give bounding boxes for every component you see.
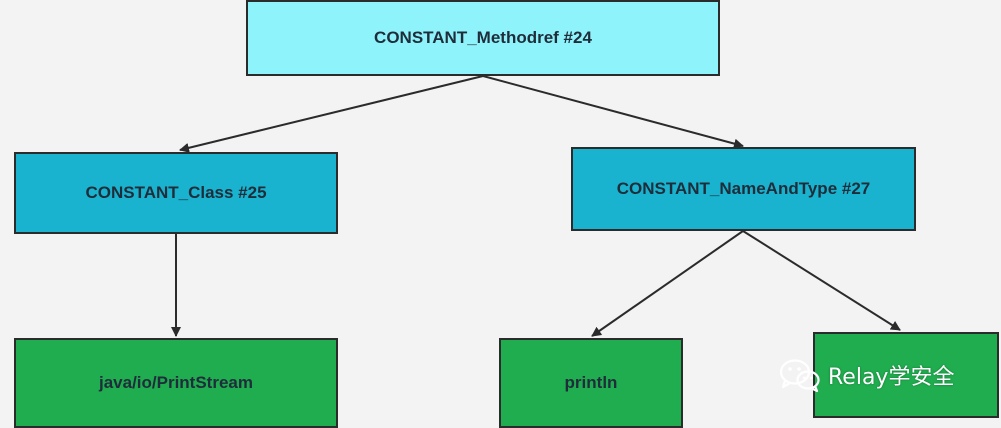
node-constant-name-and-type: CONSTANT_NameAndType #27 xyxy=(571,147,916,231)
arrow-methodref-to-nameandtype xyxy=(482,75,744,149)
node-label: java/io/PrintStream xyxy=(98,373,253,392)
node-constant-methodref: CONSTANT_Methodref #24 xyxy=(246,0,720,76)
arrow-methodref-to-class xyxy=(179,75,484,153)
node-label: CONSTANT_NameAndType #27 xyxy=(616,179,871,198)
node-descriptor xyxy=(813,332,999,418)
node-label: println xyxy=(564,373,618,392)
arrow-nameandtype-to-println xyxy=(591,230,744,337)
node-print-stream: java/io/PrintStream xyxy=(14,338,338,428)
node-constant-class: CONSTANT_Class #25 xyxy=(14,152,338,234)
arrow-nameandtype-to-descriptor xyxy=(742,230,901,331)
node-println: println xyxy=(499,338,683,428)
node-label: CONSTANT_Class #25 xyxy=(85,183,267,202)
node-label: CONSTANT_Methodref #24 xyxy=(374,28,592,47)
